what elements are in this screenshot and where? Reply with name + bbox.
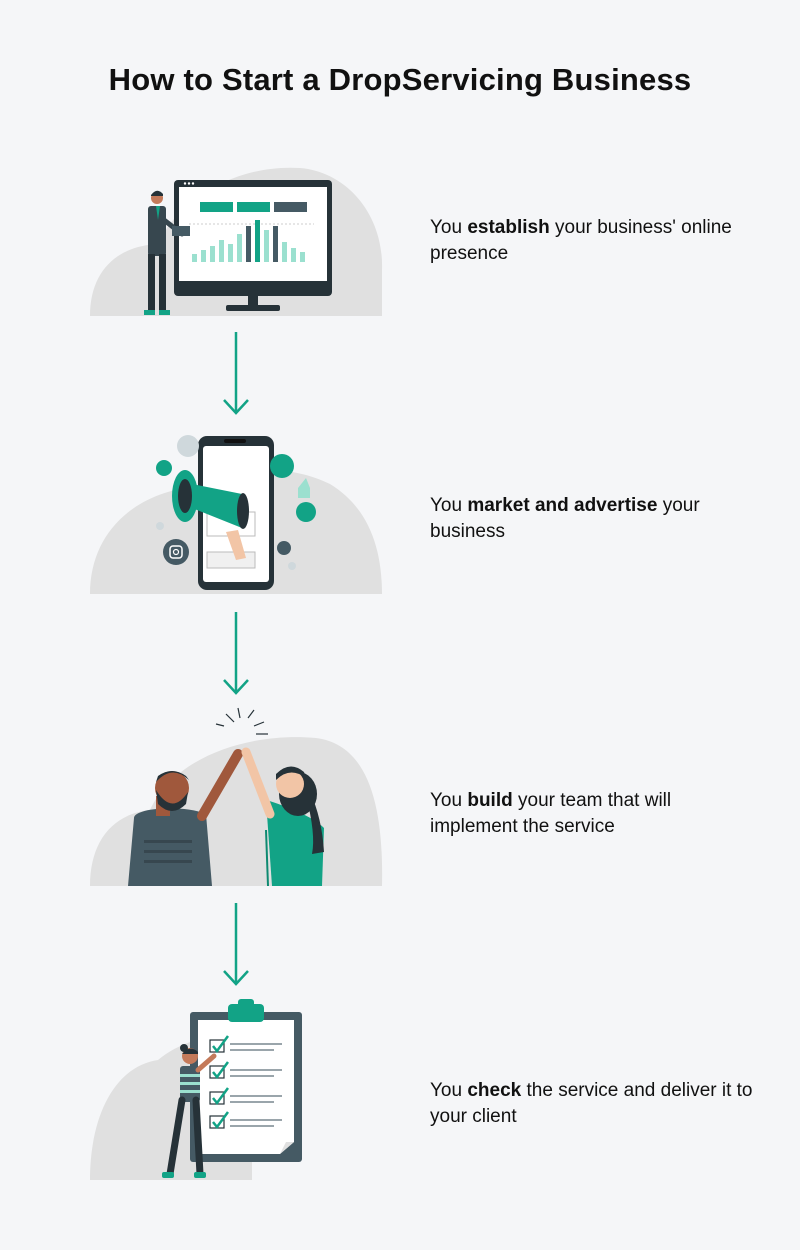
step-2-description: You market and advertise your business <box>430 495 700 542</box>
arrow-down-icon <box>223 612 249 695</box>
page-title: How to Start a DropServicing Business <box>108 62 692 97</box>
arrow-down-icon <box>223 332 249 415</box>
clipboard-checklist-illustration <box>90 999 302 1180</box>
monitor-dashboard-illustration <box>90 167 383 316</box>
high-five-illustration <box>90 707 383 887</box>
step-4-description: You check the service and deliver it to … <box>430 1080 753 1127</box>
step-1-description: You establish your business' online pres… <box>430 217 732 264</box>
arrow-down-icon <box>223 903 249 986</box>
megaphone-phone-illustration <box>90 435 382 594</box>
step-3-description: You build your team that will implement … <box>430 790 672 837</box>
